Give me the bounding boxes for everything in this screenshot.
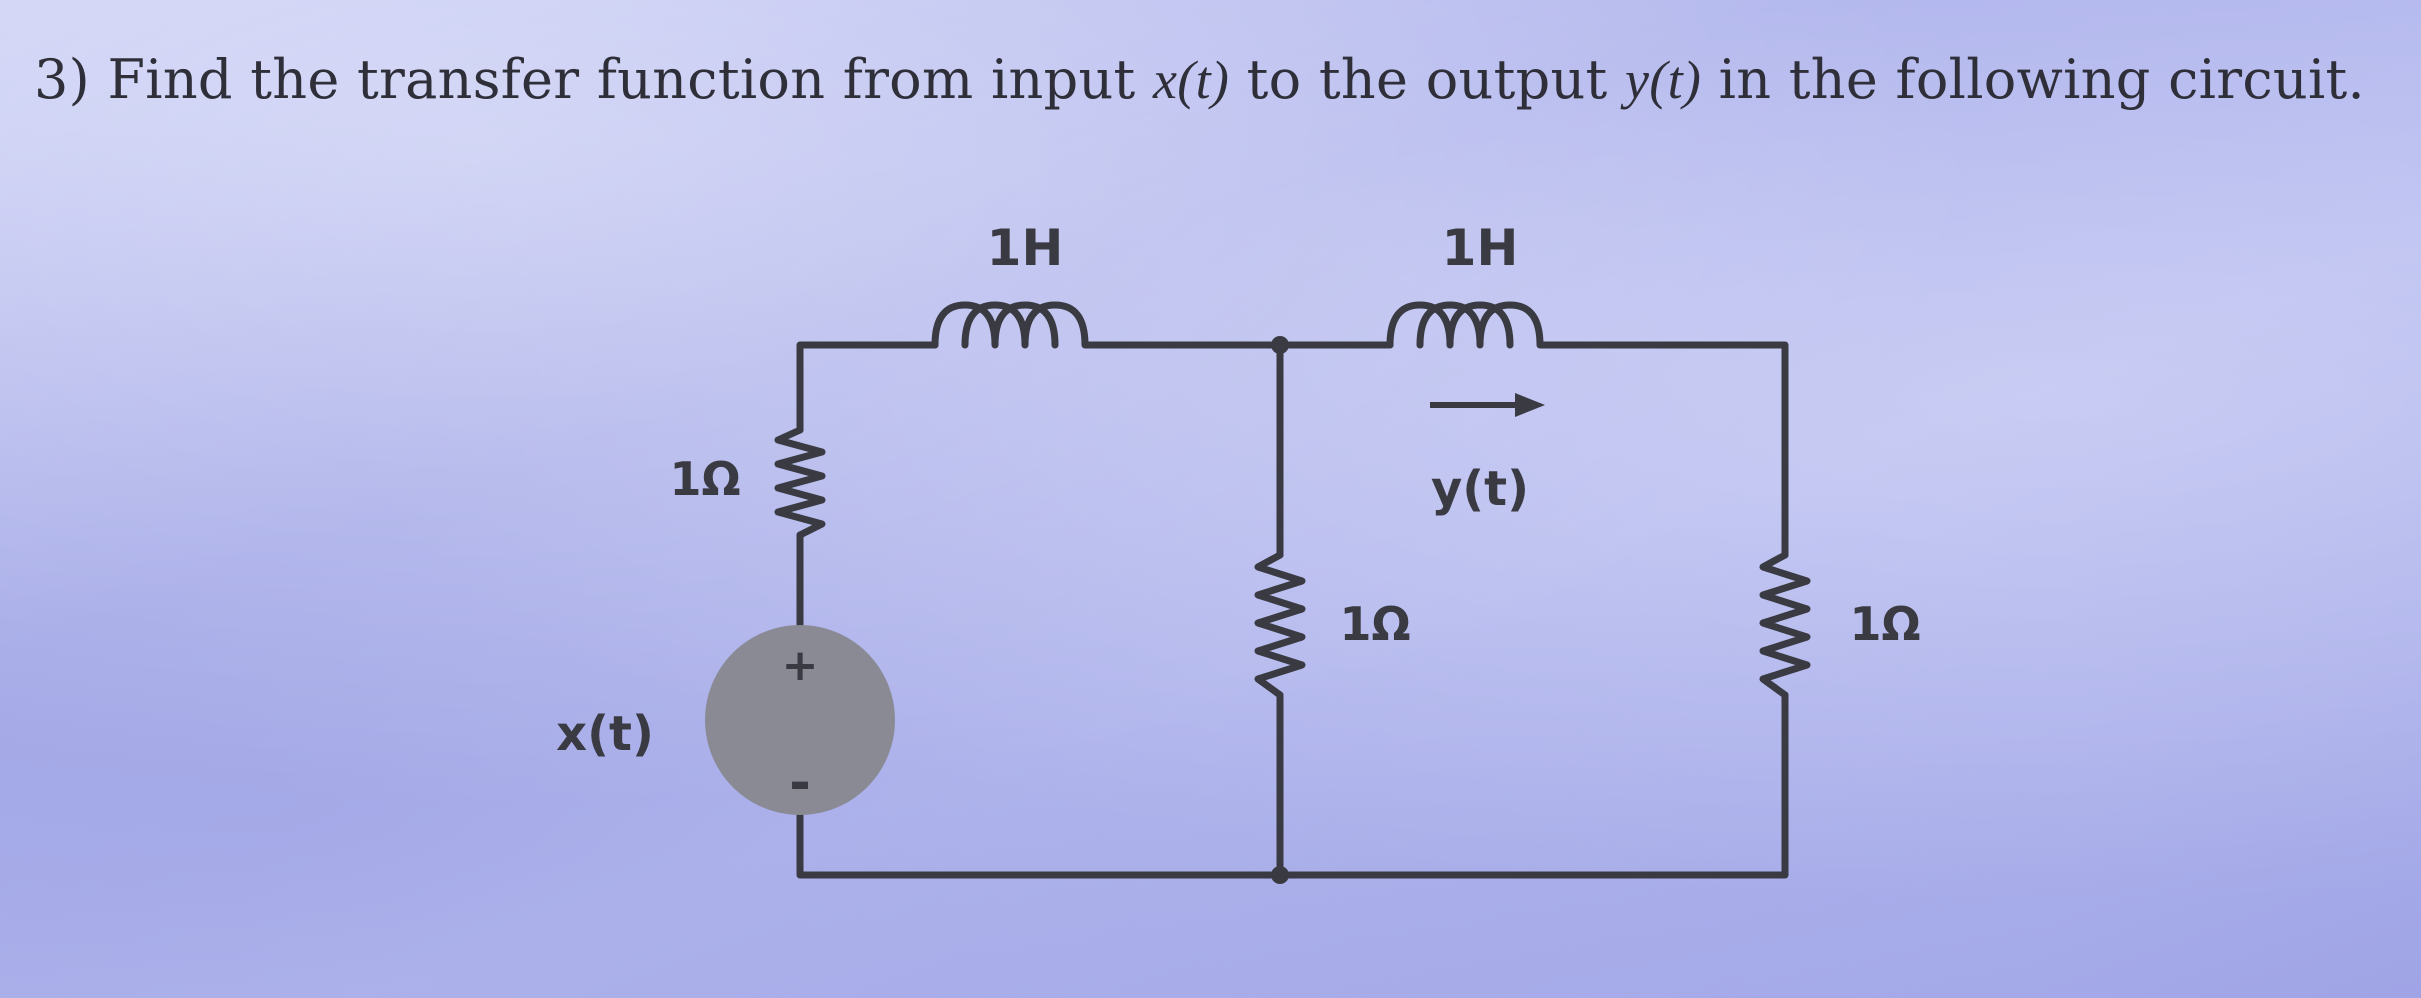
resistor-source <box>774 426 826 539</box>
inductor-1 <box>931 301 1119 349</box>
question-text-after: in the following circuit. <box>1718 48 2365 111</box>
output-variable: y(t) <box>1625 50 1702 110</box>
inductor-2-label: 1H <box>1442 219 1519 277</box>
inductor-1-label: 1H <box>987 219 1064 277</box>
resistor-right <box>1759 551 1811 699</box>
wire-source-bottom <box>796 691 1789 879</box>
output-current-arrow <box>1430 393 1545 417</box>
question-number: 3) <box>34 48 91 111</box>
resistor-source-label: 1Ω <box>669 452 740 506</box>
inductor-2 <box>1386 301 1574 349</box>
source-label: x(t) <box>556 706 654 762</box>
input-variable: x(t) <box>1153 50 1230 110</box>
resistor-middle-label: 1Ω <box>1339 597 1410 651</box>
question-text-middle: to the output <box>1246 48 1608 111</box>
question-text: 3) Find the transfer function from input… <box>34 48 2365 111</box>
source-minus-sign: - <box>789 753 811 813</box>
wire-top-right <box>1566 341 1789 559</box>
source-plus-sign: + <box>782 640 819 691</box>
wire-left-top <box>796 341 939 434</box>
resistor-right-label: 1Ω <box>1849 597 1920 651</box>
voltage-source <box>705 625 895 815</box>
question-text-before: Find the transfer function from input <box>107 48 1136 111</box>
output-label: y(t) <box>1431 461 1529 517</box>
junction-top <box>1271 336 1289 354</box>
resistor-middle <box>1254 551 1306 699</box>
junction-bottom <box>1271 866 1289 884</box>
